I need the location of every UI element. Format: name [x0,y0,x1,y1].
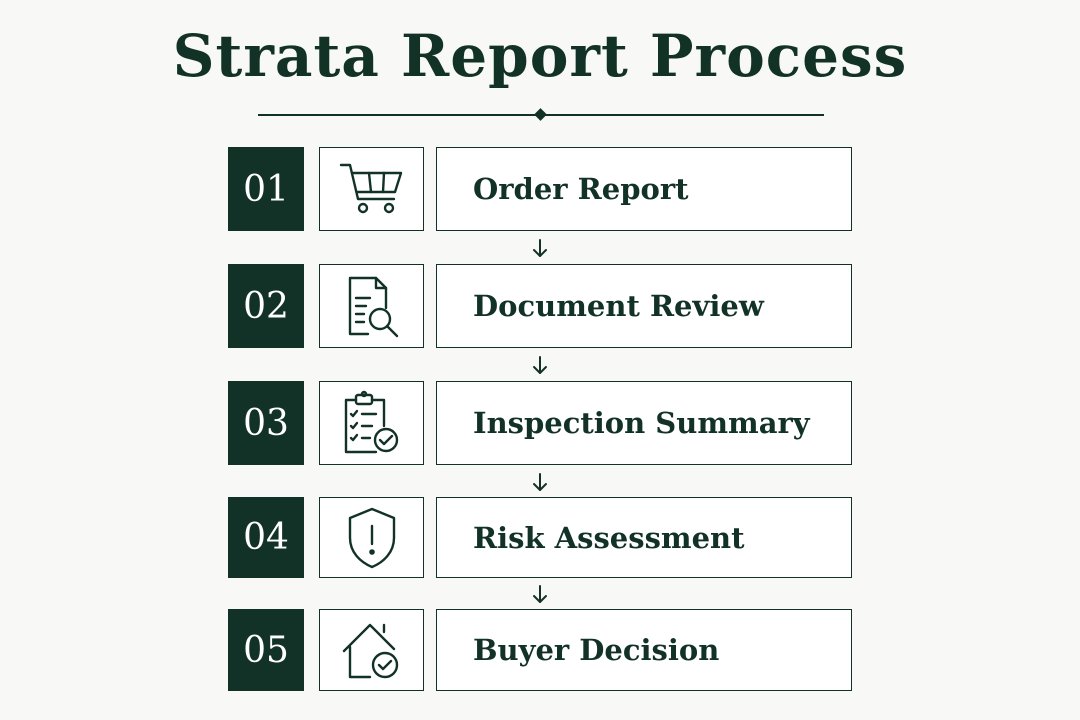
step-label-box: Buyer Decision [436,609,852,691]
step-label-box: Risk Assessment [436,497,852,578]
step-label-box: Inspection Summary [436,381,852,465]
step-number: 03 [228,381,304,465]
step-label-box: Document Review [436,264,852,348]
page-title: Strata Report Process [172,22,908,90]
shield-alert-icon [344,506,400,570]
document-search-icon [340,274,404,338]
arrow-down-icon [530,355,550,375]
arrow-down-icon [530,472,550,492]
step-number: 04 [228,497,304,578]
clipboard-checklist-icon [340,390,404,456]
house-check-icon [340,619,404,681]
step-label: Risk Assessment [473,520,745,555]
shopping-cart-icon [338,161,406,217]
step-icon-box [319,497,424,578]
step-icon-box [319,381,424,465]
arrow-down-icon [530,584,550,604]
divider-diamond [534,108,547,121]
step-label: Document Review [473,289,764,323]
step-icon-box [319,264,424,348]
step-number: 01 [228,147,304,231]
step-icon-box [319,147,424,231]
step-label: Order Report [473,172,689,206]
arrow-down-icon [530,238,550,258]
step-label: Buyer Decision [473,633,720,667]
step-number: 05 [228,609,304,691]
step-label: Inspection Summary [473,406,810,440]
step-number: 02 [228,264,304,348]
step-label-box: Order Report [436,147,852,231]
step-icon-box [319,609,424,691]
